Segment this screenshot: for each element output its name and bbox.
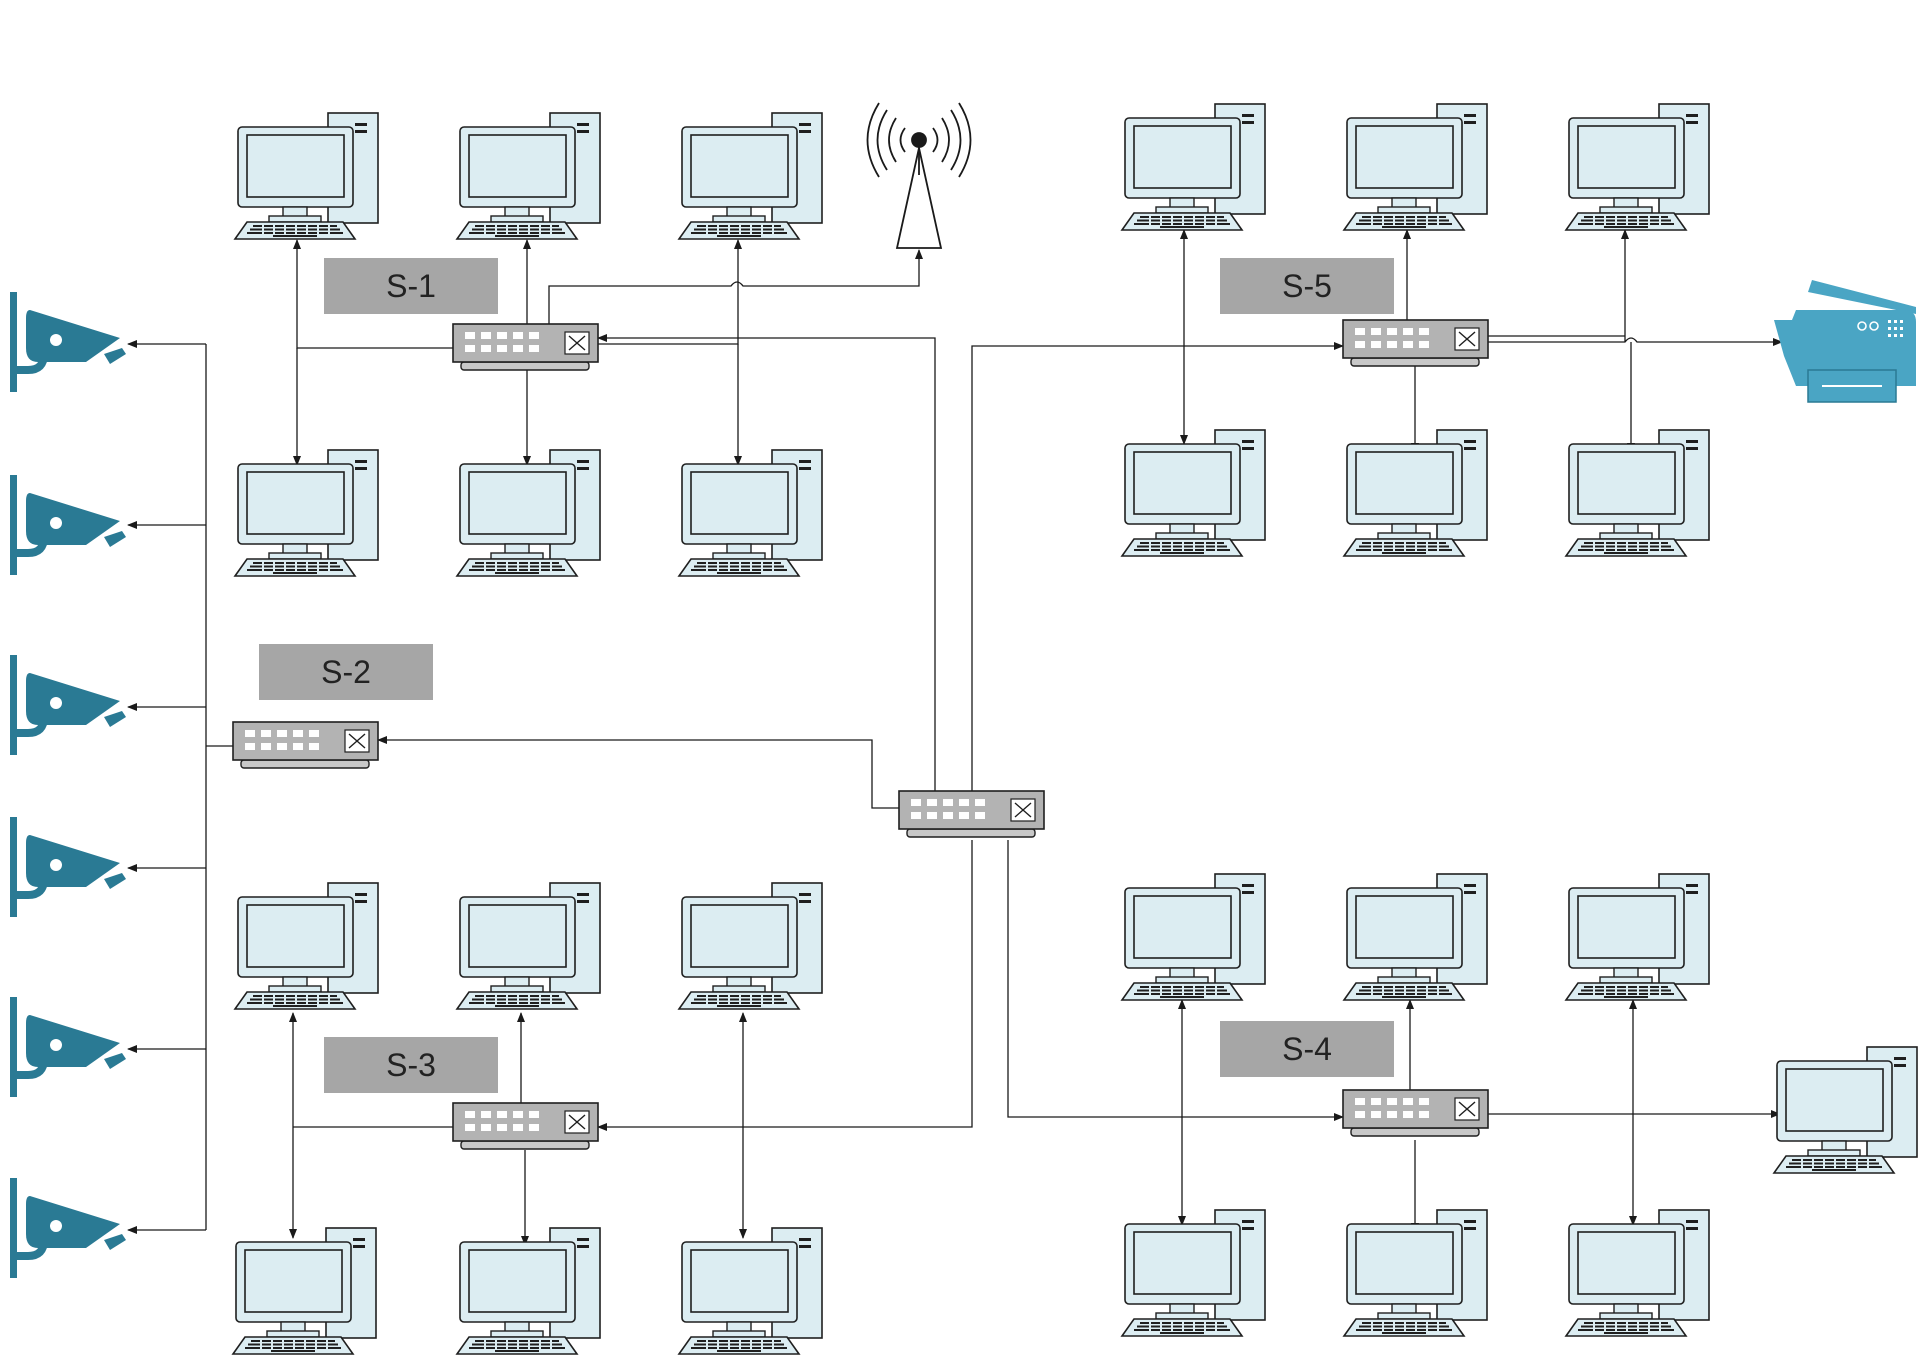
switch-icon-core: [898, 790, 1045, 838]
svg-text:S-1: S-1: [386, 268, 436, 304]
link-core-s3: [597, 840, 973, 1131]
computer-icon: [678, 112, 823, 240]
switch-label-s3: S-3: [324, 1037, 498, 1093]
camera-icon: [10, 817, 126, 917]
computer-icon: [1565, 103, 1710, 231]
computer-icon: [1565, 1209, 1710, 1337]
link-s1-pc-tr: [598, 239, 742, 345]
computer-icon: [678, 1227, 823, 1355]
switch-label-s5: S-5: [1220, 258, 1394, 314]
switch-icon-s2: [232, 721, 379, 769]
svg-text:S-3: S-3: [386, 1047, 436, 1083]
computer-icon: [456, 1227, 601, 1355]
antenna-icon: [866, 102, 972, 249]
switch-icon-s5: [1342, 319, 1489, 367]
link-s5-printer: [1488, 337, 1783, 346]
computer-icon: [456, 882, 601, 1010]
connections: [127, 229, 1783, 1246]
computer-icon: [1121, 873, 1266, 1001]
computer-icon: [678, 882, 823, 1010]
computer-icon: [1343, 103, 1488, 231]
computer-icon: [234, 112, 379, 240]
svg-text:S-2: S-2: [321, 654, 371, 690]
computer-icon: [1121, 103, 1266, 231]
computer-icon: [234, 449, 379, 577]
computer-icon: [232, 1227, 377, 1355]
switch-label-s2: S-2: [259, 644, 433, 700]
computer-icon: [456, 112, 601, 240]
link-core-s2: [377, 736, 901, 809]
camera-icon: [10, 475, 126, 575]
switch-label-s4: S-4: [1220, 1021, 1394, 1077]
switch-icon-s4: [1342, 1089, 1489, 1137]
camera-icon: [10, 1178, 126, 1278]
switch-label-s1: S-1: [324, 258, 498, 314]
switch-icon-s1: [452, 323, 599, 371]
camera-icon: [10, 655, 126, 755]
printer-icon: [1774, 280, 1916, 403]
link-s1-antenna: [548, 249, 923, 324]
svg-text:S-4: S-4: [1282, 1031, 1332, 1067]
link-core-s4: [1007, 840, 1344, 1121]
computer-icon: [678, 449, 823, 577]
computer-icon: [1565, 873, 1710, 1001]
camera-icon: [10, 997, 126, 1097]
computer-icon: [1343, 873, 1488, 1001]
computer-icon: [456, 449, 601, 577]
link-core-s1: [597, 334, 936, 791]
computer-icon: [1343, 429, 1488, 557]
computer-icon: [1773, 1046, 1918, 1174]
svg-text:S-5: S-5: [1282, 268, 1332, 304]
computer-icon: [1121, 1209, 1266, 1337]
computer-icon: [1565, 429, 1710, 557]
computer-icon: [1121, 429, 1266, 557]
link-core-s5: [971, 342, 1344, 791]
camera-icon: [10, 292, 126, 392]
computer-icon: [234, 882, 379, 1010]
switch-icon-s3: [452, 1102, 599, 1150]
computer-icon: [1343, 1209, 1488, 1337]
